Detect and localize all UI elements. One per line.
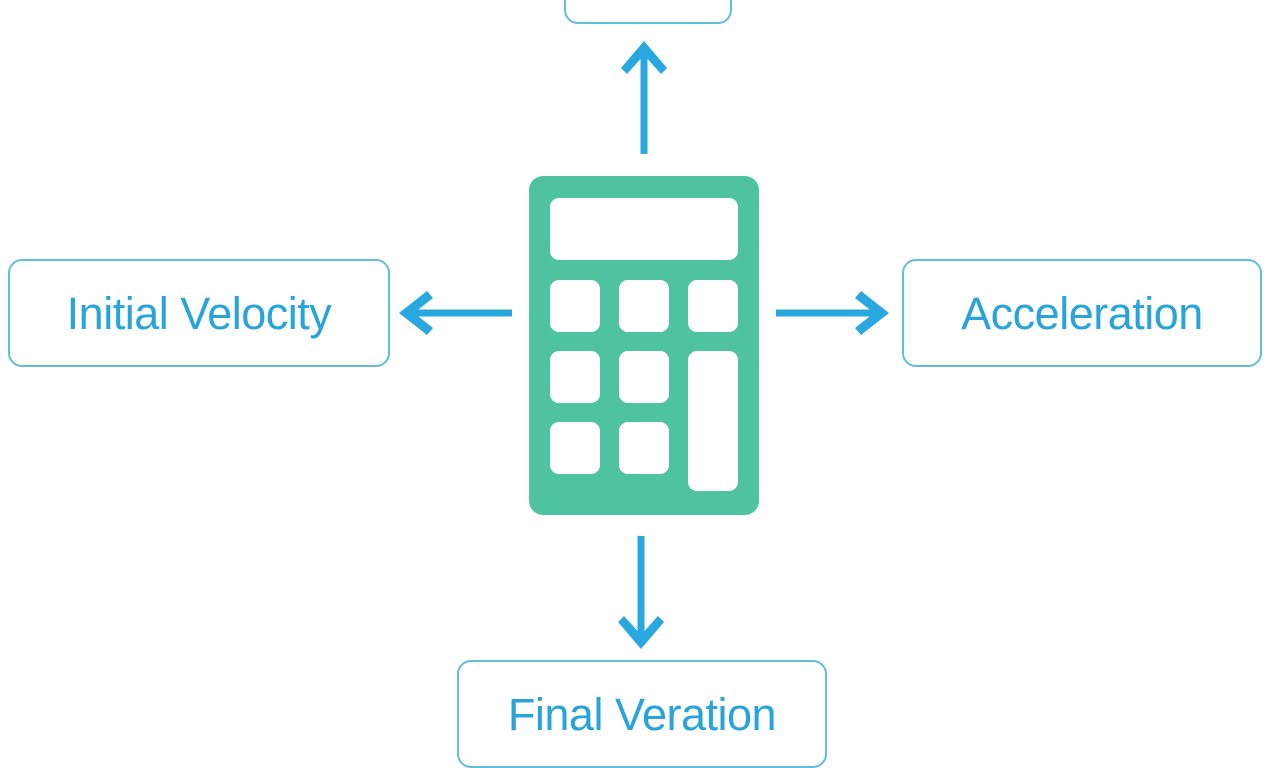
node-label-final-veration: Final Veration	[507, 688, 777, 740]
node-box-top[interactable]	[564, 0, 732, 24]
calculator-icon[interactable]	[529, 176, 759, 515]
diagram-canvas: Initial Velocity	[8, 0, 1262, 768]
node-box-final-veration[interactable]: Final Veration	[457, 660, 827, 768]
arrow-left-icon	[396, 288, 512, 338]
arrow-right-icon	[776, 288, 892, 338]
node-label-acceleration: Acceleration	[961, 287, 1203, 339]
node-box-acceleration[interactable]: Acceleration	[902, 259, 1262, 367]
arrow-up-icon	[616, 38, 672, 154]
node-label-initial-velocity: Initial Velocity	[66, 287, 332, 339]
arrow-down-icon	[613, 536, 669, 652]
node-box-initial-velocity[interactable]: Initial Velocity	[8, 259, 390, 367]
